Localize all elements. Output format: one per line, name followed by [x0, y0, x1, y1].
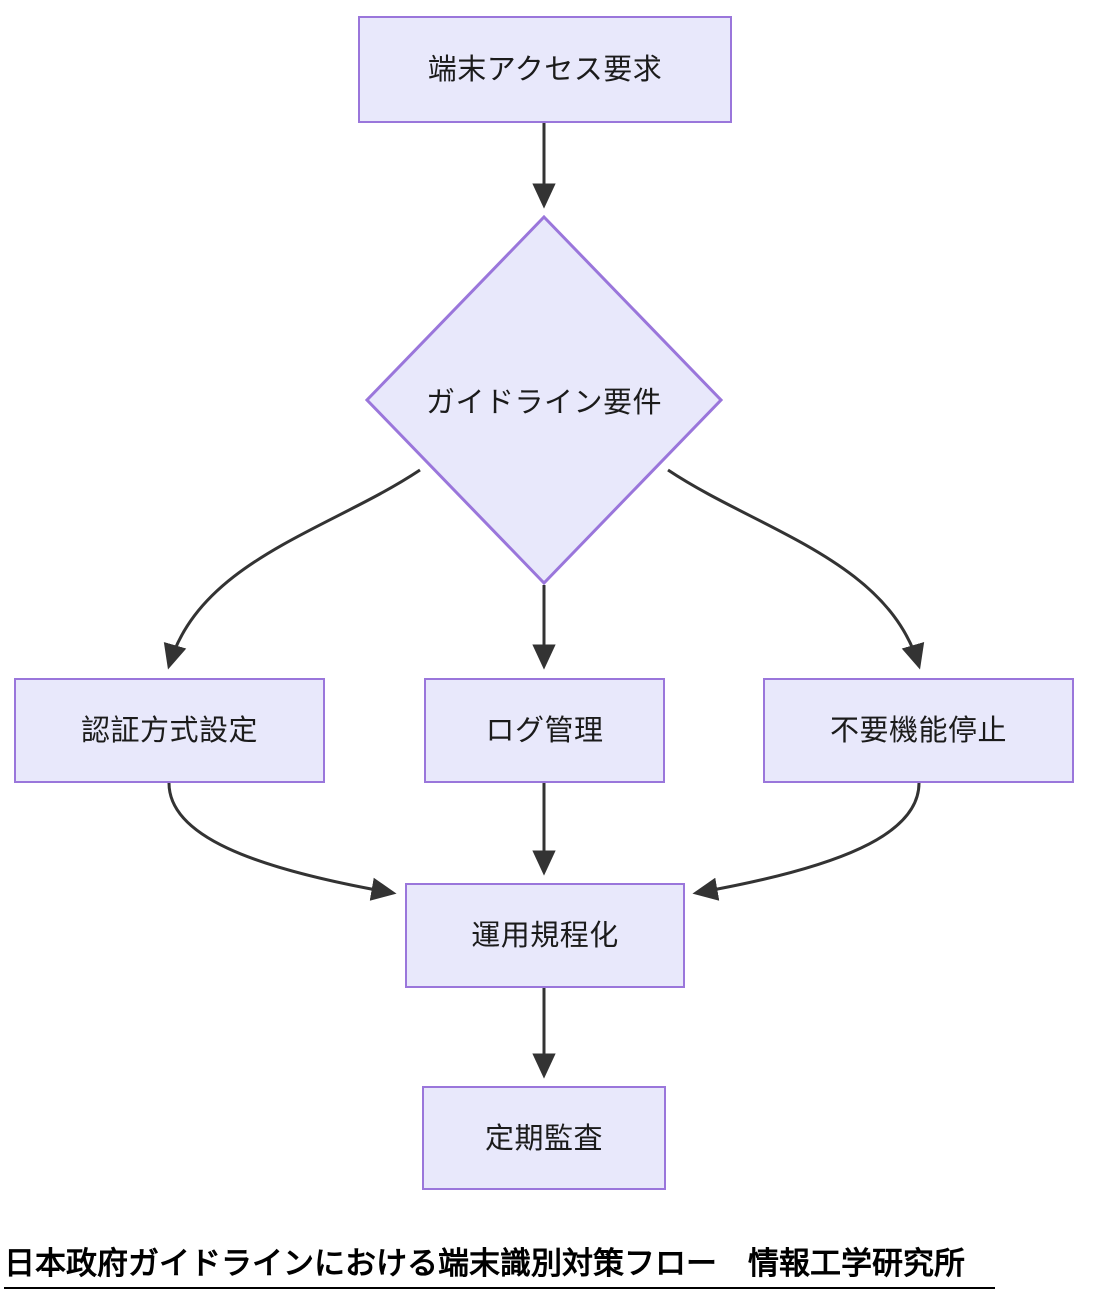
- node-guideline-label: ガイドライン要件: [425, 385, 662, 419]
- diagram-caption: 日本政府ガイドラインにおける端末識別対策フロー 情報工学研究所: [4, 1246, 965, 1282]
- node-auth-label: 認証方式設定: [80, 713, 258, 748]
- node-log-label: ログ管理: [485, 713, 604, 748]
- node-policy-label: 運用規程化: [471, 918, 619, 953]
- node-log[interactable]: ログ管理: [424, 678, 665, 783]
- edge-disable-to-policy: [692, 782, 921, 901]
- node-guideline[interactable]: ガイドライン要件: [365, 215, 723, 585]
- node-request[interactable]: 端末アクセス要求: [358, 16, 732, 123]
- node-audit-label: 定期監査: [484, 1120, 603, 1155]
- caption-underline: [4, 1287, 995, 1289]
- node-disable[interactable]: 不要機能停止: [763, 678, 1074, 783]
- node-policy[interactable]: 運用規程化: [405, 883, 685, 988]
- node-disable-label: 不要機能停止: [829, 713, 1007, 748]
- edge-auth-to-policy: [167, 782, 397, 901]
- node-auth[interactable]: 認証方式設定: [14, 678, 325, 783]
- node-request-label: 端末アクセス要求: [427, 52, 663, 87]
- diamond-shape: [365, 215, 723, 585]
- node-audit[interactable]: 定期監査: [422, 1086, 666, 1190]
